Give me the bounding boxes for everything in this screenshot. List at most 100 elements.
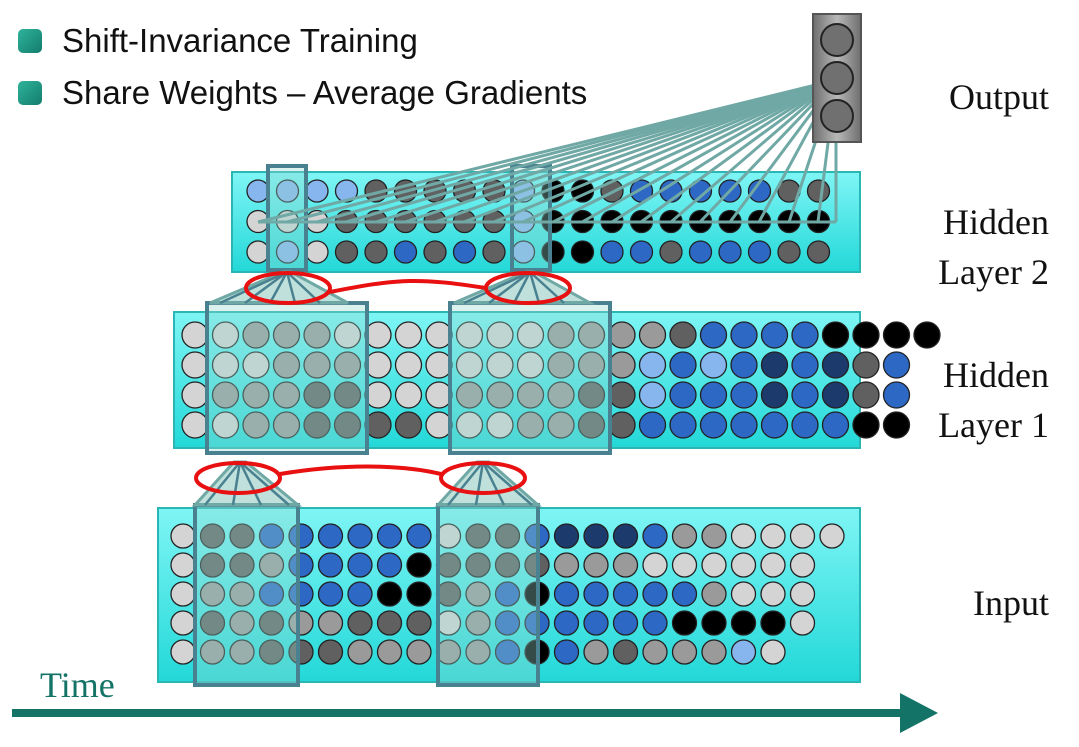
output-node bbox=[820, 23, 854, 57]
input-layer-node bbox=[553, 610, 580, 636]
hidden-layer-1-node bbox=[699, 411, 728, 439]
funnel-line bbox=[268, 271, 289, 304]
output-node bbox=[820, 99, 854, 133]
input-layer-node bbox=[642, 552, 668, 578]
hidden-layer-2-node bbox=[747, 240, 772, 264]
hidden-layer-1-node bbox=[852, 351, 880, 379]
input-layer-node bbox=[760, 581, 786, 607]
tie-link bbox=[279, 464, 442, 476]
input-layer-node bbox=[406, 552, 432, 578]
input-layer-node bbox=[465, 581, 491, 607]
hidden-layer-1-node bbox=[486, 321, 514, 349]
hidden-layer-1-node bbox=[211, 351, 240, 379]
hidden-layer-2-node bbox=[452, 240, 477, 264]
hidden-layer-1-node bbox=[486, 381, 514, 409]
input-layer-node bbox=[642, 610, 668, 636]
hidden-layer-1-node bbox=[242, 351, 270, 379]
input-layer-node bbox=[288, 610, 314, 636]
input-layer-node bbox=[465, 523, 491, 549]
input-layer-node bbox=[583, 639, 609, 665]
funnel-line bbox=[474, 461, 485, 506]
input-layer-node bbox=[494, 552, 521, 578]
hidden-layer-1-node bbox=[882, 411, 911, 439]
hidden-layer-1-node bbox=[608, 321, 636, 349]
bullet-text-2: Share Weights – Average Gradients bbox=[62, 74, 588, 111]
input-layer-node bbox=[317, 523, 344, 549]
input-layer-node bbox=[258, 552, 285, 578]
hidden-layer-1-node bbox=[181, 381, 209, 409]
input-layer-node bbox=[701, 610, 727, 636]
input-layer-node bbox=[170, 523, 196, 549]
hidden-layer-1-node bbox=[730, 381, 758, 409]
input-layer-node bbox=[229, 552, 255, 578]
hidden-layer-1-node bbox=[455, 381, 484, 409]
output-connection-line bbox=[434, 78, 837, 224]
hidden-layer-2-label-line2: Layer 2 bbox=[938, 252, 1049, 292]
hidden-layer-1-node bbox=[760, 351, 789, 379]
input-layer-node bbox=[229, 610, 255, 636]
input-layer-node bbox=[317, 581, 344, 607]
input-layer-node bbox=[494, 523, 521, 549]
input-layer-node bbox=[701, 639, 727, 665]
hidden-layer-2-node bbox=[629, 240, 654, 264]
hidden-layer-1-node bbox=[211, 321, 240, 349]
input-layer-node bbox=[789, 610, 816, 636]
hidden-layer-1-node bbox=[852, 321, 880, 349]
hidden-layer-1-window-2 bbox=[448, 301, 612, 455]
funnel-line bbox=[204, 461, 241, 506]
hidden-layer-1-node bbox=[516, 321, 545, 349]
bullet-item-1: Shift-Invariance Training bbox=[18, 22, 418, 60]
input-layer-node bbox=[612, 639, 639, 665]
hidden-layer-1-node bbox=[455, 411, 484, 439]
hidden-layer-1-node bbox=[791, 351, 819, 379]
hidden-layer-2-node bbox=[246, 240, 270, 264]
hidden-layer-1-node bbox=[455, 351, 484, 379]
input-layer-node bbox=[553, 639, 580, 665]
hidden-layer-2-node bbox=[688, 240, 713, 264]
input-layer-node bbox=[730, 523, 757, 549]
output-connection-line bbox=[552, 78, 837, 224]
input-layer-node bbox=[789, 523, 816, 549]
hidden-layer-1-node bbox=[394, 381, 423, 409]
hidden-layer-2-node bbox=[777, 240, 801, 264]
input-layer-node bbox=[494, 639, 521, 665]
hidden-layer-1-node bbox=[760, 411, 789, 439]
hidden-layer-1-node bbox=[577, 411, 606, 439]
input-layer-node bbox=[553, 523, 580, 549]
input-layer-node bbox=[760, 552, 786, 578]
input-layer-node bbox=[406, 523, 432, 549]
funnel-line bbox=[238, 461, 263, 506]
hidden-layer-1-node bbox=[211, 411, 240, 439]
hidden-layer-1-node bbox=[699, 321, 728, 349]
input-window-1 bbox=[193, 503, 300, 687]
tie-ellipse bbox=[244, 271, 332, 305]
hidden-layer-1-node bbox=[272, 321, 301, 349]
hidden-layer-2-node bbox=[570, 240, 595, 264]
funnel-line bbox=[482, 461, 533, 506]
input-layer-node bbox=[612, 581, 639, 607]
hidden-layer-2-node bbox=[393, 240, 418, 264]
hidden-layer-1-node bbox=[730, 321, 758, 349]
bullet-square-icon bbox=[18, 81, 42, 105]
input-layer-node bbox=[258, 639, 285, 665]
input-layer-node bbox=[819, 523, 845, 549]
input-layer-node bbox=[376, 523, 403, 549]
hidden-layer-1-node bbox=[699, 351, 728, 379]
input-layer-node bbox=[317, 610, 344, 636]
hidden-layer-1-node bbox=[638, 411, 667, 439]
input-layer-node bbox=[199, 523, 226, 549]
hidden-layer-1-node bbox=[516, 351, 545, 379]
input-layer-node bbox=[494, 581, 521, 607]
input-layer-node bbox=[170, 610, 196, 636]
hidden-layer-2-node bbox=[600, 240, 624, 264]
hidden-layer-1-node bbox=[699, 381, 728, 409]
input-layer-node bbox=[642, 581, 668, 607]
hidden-layer-1-node bbox=[486, 411, 514, 439]
hidden-layer-2-node bbox=[334, 179, 359, 203]
input-layer-node bbox=[465, 610, 491, 636]
hidden-layer-2-node bbox=[806, 179, 831, 203]
hidden-layer-1-node bbox=[272, 381, 301, 409]
hidden-layer-1-node bbox=[303, 411, 331, 439]
hidden-layer-1-node bbox=[547, 321, 575, 349]
hidden-layer-1-node bbox=[333, 381, 362, 409]
